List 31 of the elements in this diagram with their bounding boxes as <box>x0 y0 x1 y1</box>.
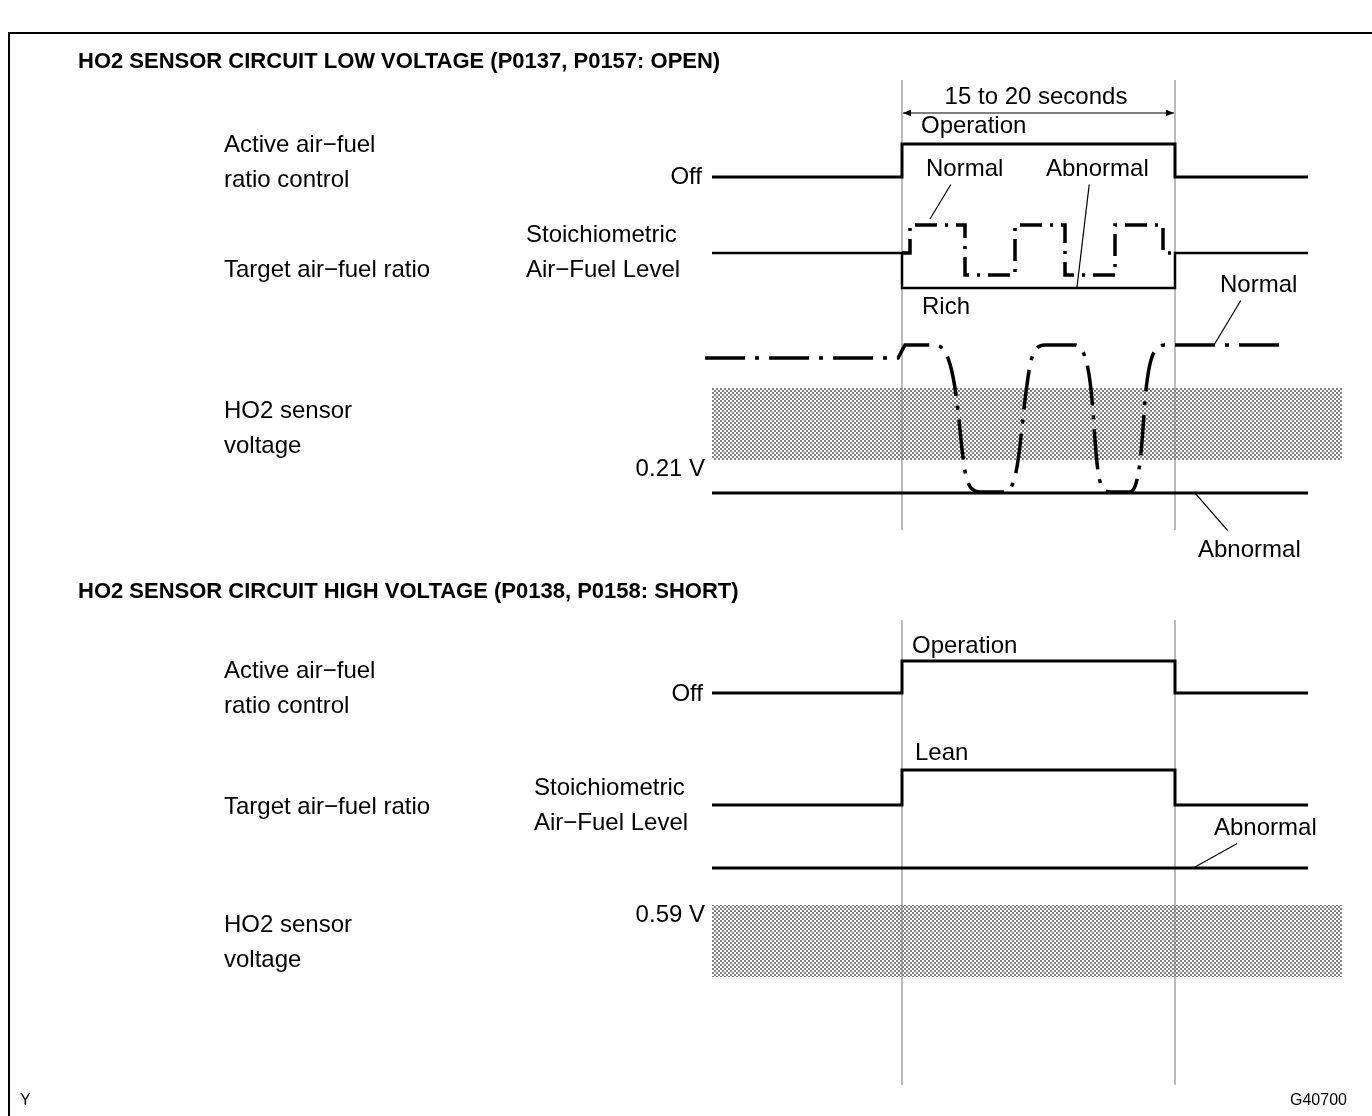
level-label: Stoichiometric Air−Fuel Level <box>526 218 682 284</box>
leader-line <box>1213 299 1242 346</box>
signal-name: HO2 sensor voltage <box>224 908 354 974</box>
figure-code: G40700 <box>1290 1090 1347 1110</box>
leader-line <box>1194 842 1238 868</box>
state-label: Operation <box>912 629 1018 660</box>
state-label: Lean <box>915 736 969 767</box>
duration-label: 15 to 20 seconds <box>943 80 1129 111</box>
leader-line <box>929 183 952 220</box>
voltage-label: 0.21 V <box>635 452 705 483</box>
level-label: Off <box>670 160 702 191</box>
callout-label: Abnormal <box>1198 530 1301 566</box>
state-label: Rich <box>922 290 970 321</box>
state-label: Operation <box>921 109 1027 140</box>
signal-name: HO2 sensor voltage <box>224 394 354 460</box>
signal-name: Active air−fuel ratio control <box>224 128 377 194</box>
level-label: Off <box>671 677 703 708</box>
callout-label: Normal <box>1220 265 1298 301</box>
callout-label: Abnormal <box>1214 808 1317 844</box>
leader-line <box>1076 183 1090 288</box>
signal-name: Active air−fuel ratio control <box>224 654 377 720</box>
voltage-label: 0.59 V <box>635 898 705 929</box>
section-heading: HO2 SENSOR CIRCUIT LOW VOLTAGE (P0137, P0157: OPEN) <box>78 46 721 75</box>
level-label: Stoichiometric Air−Fuel Level <box>534 771 690 837</box>
callout-label: Normal <box>926 149 1004 185</box>
leader-line <box>1194 492 1229 532</box>
callout-label: Abnormal <box>1046 149 1149 185</box>
corner-mark: Y <box>20 1090 31 1110</box>
signal-name: Target air−fuel ratio <box>224 253 432 284</box>
signal-name: Target air−fuel ratio <box>224 790 432 821</box>
section-heading: HO2 SENSOR CIRCUIT HIGH VOLTAGE (P0138, P0158: SHORT) <box>78 576 739 605</box>
